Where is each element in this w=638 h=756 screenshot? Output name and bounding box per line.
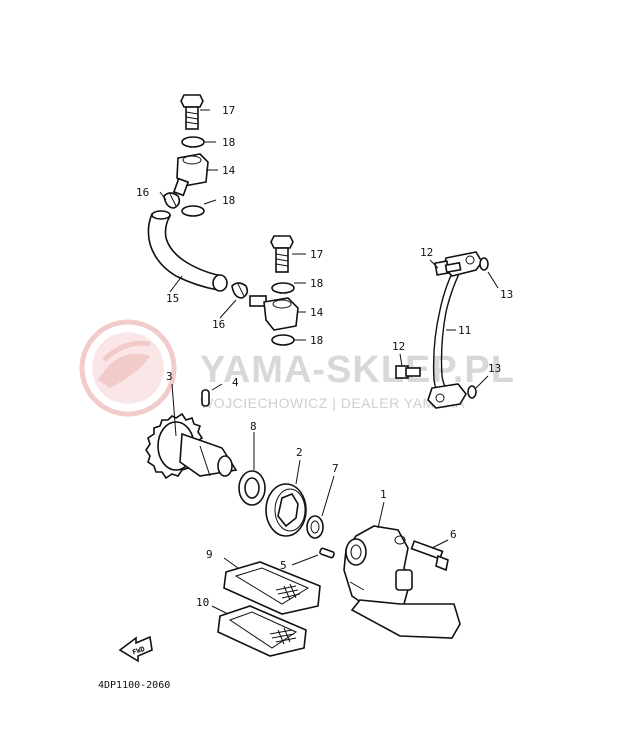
diagram-code: 4DP1100-2060 xyxy=(98,680,170,691)
callout-14: 14 xyxy=(222,164,236,177)
callout-13: 13 xyxy=(488,362,501,375)
callout-17: 17 xyxy=(222,104,235,117)
callout-5: 5 xyxy=(280,559,287,572)
oil-delivery-pipe xyxy=(427,251,483,409)
callout-12: 12 xyxy=(392,340,405,353)
callout-2: 2 xyxy=(296,446,303,459)
gasket-lower-1 xyxy=(271,282,295,294)
callout-11: 11 xyxy=(458,324,471,337)
callout-14: 14 xyxy=(310,306,324,319)
callout-18: 18 xyxy=(310,277,323,290)
watermark-title: YAMA-SKLEP.PL xyxy=(200,349,515,391)
gasket-upper-2 xyxy=(181,205,205,217)
o-ring-lower xyxy=(467,385,477,399)
hose-clamp-upper xyxy=(163,192,181,209)
strainer-gasket xyxy=(217,605,307,657)
watermark-logo xyxy=(79,319,177,417)
callout-16: 16 xyxy=(136,186,149,199)
banjo-bolt-lower xyxy=(270,235,294,273)
callout-18: 18 xyxy=(222,136,235,149)
oil-strainer xyxy=(223,561,321,615)
callout-13: 13 xyxy=(500,288,513,301)
callout-6: 6 xyxy=(450,528,457,541)
callout-4: 4 xyxy=(232,376,239,389)
fwd-arrow: FWD xyxy=(118,635,153,663)
watermark-subtitle: WOJCIECHOWICZ | DEALER YAMAHA xyxy=(200,395,465,411)
pipe-bolt-upper xyxy=(434,260,462,276)
housing-pin xyxy=(319,547,335,559)
callout-15: 15 xyxy=(166,292,179,305)
gasket-upper-1 xyxy=(181,136,205,148)
pump-drive-gear xyxy=(145,412,238,480)
callout-18: 18 xyxy=(222,194,235,207)
watermark: YAMA-SKLEP.PL WOJCIECHOWICZ | DEALER YAM… xyxy=(79,319,515,417)
pump-rotor xyxy=(265,483,307,537)
fwd-label: FWD xyxy=(131,645,146,657)
oil-pump-housing xyxy=(343,525,461,639)
washer xyxy=(306,515,324,539)
banjo-bolt-upper xyxy=(180,94,204,130)
callout-12: 12 xyxy=(420,246,433,259)
banjo-fitting-lower xyxy=(249,295,299,331)
callout-16: 16 xyxy=(212,318,225,331)
oil-seal xyxy=(238,470,266,506)
gasket-lower-2 xyxy=(271,334,295,346)
pipe-bolt-lower xyxy=(395,365,421,379)
dowel-pin xyxy=(201,389,210,407)
callout-8: 8 xyxy=(250,420,257,433)
oil-hose xyxy=(147,210,228,292)
callout-7: 7 xyxy=(332,462,339,475)
banjo-fitting-upper xyxy=(172,153,209,197)
hose-clamp-lower xyxy=(231,282,249,299)
callout-18: 18 xyxy=(310,334,323,347)
callout-10: 10 xyxy=(196,596,209,609)
leader-lines xyxy=(159,109,499,615)
o-ring-upper xyxy=(479,257,489,271)
callout-17: 17 xyxy=(310,248,323,261)
housing-screw xyxy=(410,540,449,572)
callout-9: 9 xyxy=(206,548,213,561)
callout-3: 3 xyxy=(166,370,173,383)
callout-1: 1 xyxy=(380,488,387,501)
